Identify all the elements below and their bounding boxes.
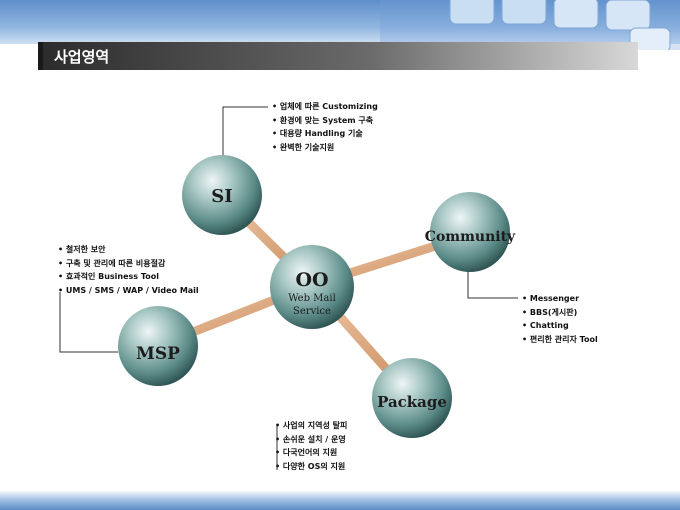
list-item: • 다양한 OS의 지원: [275, 461, 346, 471]
node-community-label: Community: [425, 229, 516, 245]
list-item: • 구축 및 관리에 따른 비용절감: [58, 258, 166, 268]
list-item: • BBS(게시판): [522, 307, 578, 317]
footer-band: [0, 490, 680, 510]
list-item: • 사업의 지역성 탈피: [275, 421, 348, 430]
list-item: • 다국언어의 지원: [275, 448, 338, 457]
node-package-label: Package: [377, 393, 447, 411]
title-bar: [38, 42, 638, 70]
msp-feature-list: • 철저한 보안 • 구축 및 관리에 따른 비용절감 • 효과적인 Busin…: [58, 243, 199, 297]
node-msp-label: MSP: [136, 344, 180, 364]
leader-msp: [59, 292, 118, 353]
list-item: • Chatting: [522, 321, 569, 330]
list-item: • 환경에 맞는 System 구축: [272, 115, 374, 125]
keypad-decoration: [380, 0, 680, 50]
list-item: • 편리한 관리자 Tool: [522, 334, 598, 344]
list-item: • 효과적인 Business Tool: [58, 272, 159, 281]
node-center-sub1: Web Mail: [288, 293, 336, 304]
node-msp: [118, 306, 198, 386]
node-community: [430, 192, 510, 272]
node-si: [182, 155, 262, 235]
community-feature-list: • Messenger • BBS(게시판) • Chatting • 편리한 …: [522, 292, 598, 346]
list-item: • Messenger: [522, 294, 580, 303]
page-title: 사업영역: [54, 48, 110, 66]
list-item: • 손쉬운 설치 / 운영: [275, 434, 346, 444]
package-feature-list: • 사업의 지역성 탈피 • 손쉬운 설치 / 운영 • 다국언어의 지원 • …: [275, 419, 347, 473]
node-package: [372, 358, 452, 438]
node-center: [270, 245, 354, 329]
leader-si: [222, 106, 268, 157]
list-item: • 철저한 보안: [58, 245, 106, 254]
node-si-label: SI: [211, 186, 232, 207]
list-item: • 업체에 따른 Customizing: [272, 102, 378, 111]
list-item: • 완벽한 기술지원: [272, 142, 335, 152]
si-feature-list: • 업체에 따른 Customizing • 환경에 맞는 System 구축 …: [272, 100, 378, 154]
title-accent: [38, 42, 43, 70]
list-item: • UMS / SMS / WAP / Video Mail: [58, 285, 199, 295]
node-center-label: OO: [295, 269, 328, 291]
list-item: • 대용량 Handling 기술: [272, 129, 363, 138]
node-center-sub2: Service: [293, 306, 331, 317]
